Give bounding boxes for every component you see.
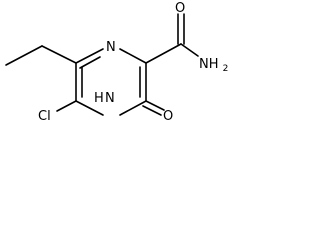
atom-amide-nitrogen: NH 2	[199, 57, 228, 74]
bond-carbonyl-n	[180, 43, 199, 57]
atom-amide-hydrogen-subscript: 2	[223, 64, 229, 74]
atom-ketone-oxygen: O	[163, 109, 173, 124]
atom-amide-oxygen: O	[175, 1, 185, 16]
bond-n1-c2	[119, 48, 147, 64]
bond-c3-n4	[119, 100, 147, 116]
atom-chlorine: Cl	[38, 109, 51, 124]
bond-c3-o-double	[142, 105, 162, 116]
bond-c3-o	[145, 100, 165, 111]
atom-hydrogen-on-nitrogen: H	[94, 91, 104, 106]
atom-nitrogen-top: N	[106, 40, 116, 55]
bond-c6-n1	[75, 48, 104, 64]
bond-c5-cl	[56, 100, 77, 112]
molecule-structure-diagram: N H N Cl O O NH 2	[5, 1, 228, 124]
bond-c2-carbonyl	[145, 43, 182, 64]
atom-nitrogen-bottom: N	[105, 91, 115, 106]
bond-c6-n1-inner	[79, 56, 101, 69]
bond-ethyl-ch2-ring	[41, 45, 77, 64]
bond-ethyl-ch3-ch2	[5, 45, 43, 66]
atom-amide-nitrogen-symbol: NH	[199, 57, 219, 72]
bond-n4-c5	[75, 100, 104, 116]
